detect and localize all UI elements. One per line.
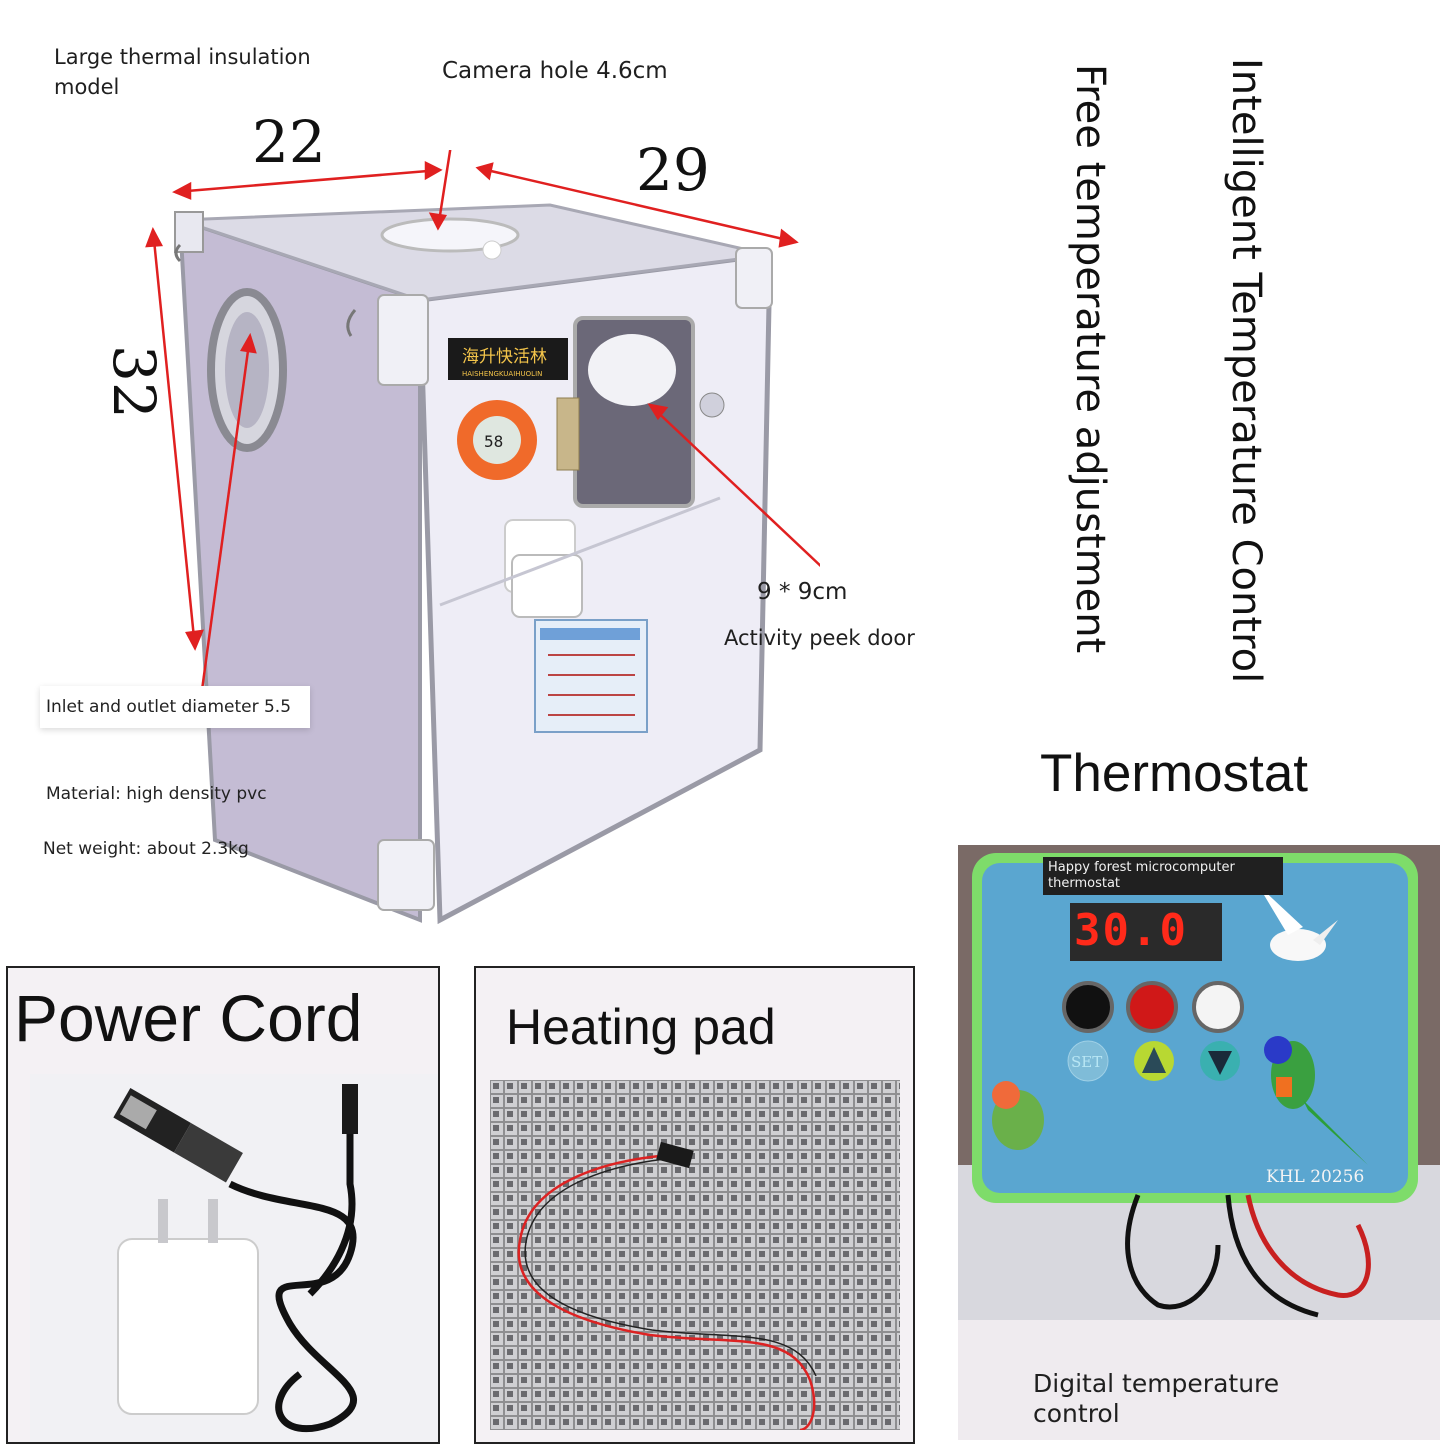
model-label-line1: Large thermal insulation	[54, 45, 311, 69]
digital-control-caption-line1: Digital temperature	[1033, 1369, 1280, 1398]
thermostat-button-red[interactable]	[1126, 981, 1178, 1033]
door-size-label: 9 * 9cm	[757, 579, 848, 605]
weight-label: Net weight: about 2.3kg	[43, 839, 249, 859]
heating-pad-panel: Heating pad	[474, 966, 915, 1444]
thermostat-model: KHL 20256	[1266, 1167, 1365, 1187]
brand-logo	[448, 338, 568, 380]
down-arrow-icon	[1208, 1051, 1232, 1075]
camera-hole-label: Camera hole 4.6cm	[442, 58, 668, 84]
svg-text:HAISHENGKUAIHUOLIN: HAISHENGKUAIHUOLIN	[462, 370, 542, 378]
dimension-width: 22	[252, 108, 326, 176]
lovebird-icon	[992, 1081, 1044, 1150]
power-cord-title: Power Cord	[14, 981, 363, 1055]
temperature-display	[1070, 903, 1222, 961]
svg-text:SET: SET	[1071, 1053, 1102, 1071]
dimension-depth: 29	[636, 136, 710, 204]
dimension-arrows	[145, 150, 820, 691]
door-hinge	[556, 397, 580, 471]
power-cord-photo	[30, 1074, 438, 1442]
inlet-label: Inlet and outlet diameter 5.5	[40, 686, 310, 728]
temperature-readout: 30.0	[1074, 905, 1188, 956]
thermostat-panel: SET 30.0 KHL 20256 Digital temperature c…	[958, 845, 1440, 1440]
material-label: Material: high density pvc	[46, 784, 267, 804]
thermostat-photo: SET	[958, 845, 1440, 1320]
heating-pad-title: Heating pad	[506, 999, 776, 1055]
power-cord-panel: Power Cord	[6, 966, 440, 1444]
dove-icon	[1258, 885, 1338, 961]
model-label-line2: model	[54, 75, 120, 99]
parrot-icon	[1264, 1036, 1368, 1165]
thermostat-button-black[interactable]	[1062, 981, 1114, 1033]
svg-text:58: 58	[484, 432, 503, 451]
door-label: Activity peek door	[724, 626, 915, 650]
insulation-box-illustration: 海升快活林 HAISHENGKUAIHUOLIN 58	[145, 150, 820, 925]
camera-hole	[380, 217, 520, 253]
svg-text:海升快活林: 海升快活林	[462, 347, 547, 367]
digital-control-caption-line2: control	[1033, 1399, 1120, 1428]
thermostat-heading: Thermostat	[1040, 744, 1309, 803]
thermostat-device-label: Happy forest microcomputer thermostat	[1043, 857, 1283, 895]
feature-intelligent-temperature: Intelligent Temperature Control	[1223, 58, 1269, 684]
thermostat-button-white[interactable]	[1192, 981, 1244, 1033]
up-arrow-icon	[1142, 1047, 1166, 1073]
feature-free-adjustment: Free temperature adjustment	[1067, 64, 1113, 654]
set-key[interactable]	[1067, 1040, 1109, 1082]
power-adapter	[117, 1238, 259, 1415]
heating-pad-photo	[490, 1080, 900, 1430]
